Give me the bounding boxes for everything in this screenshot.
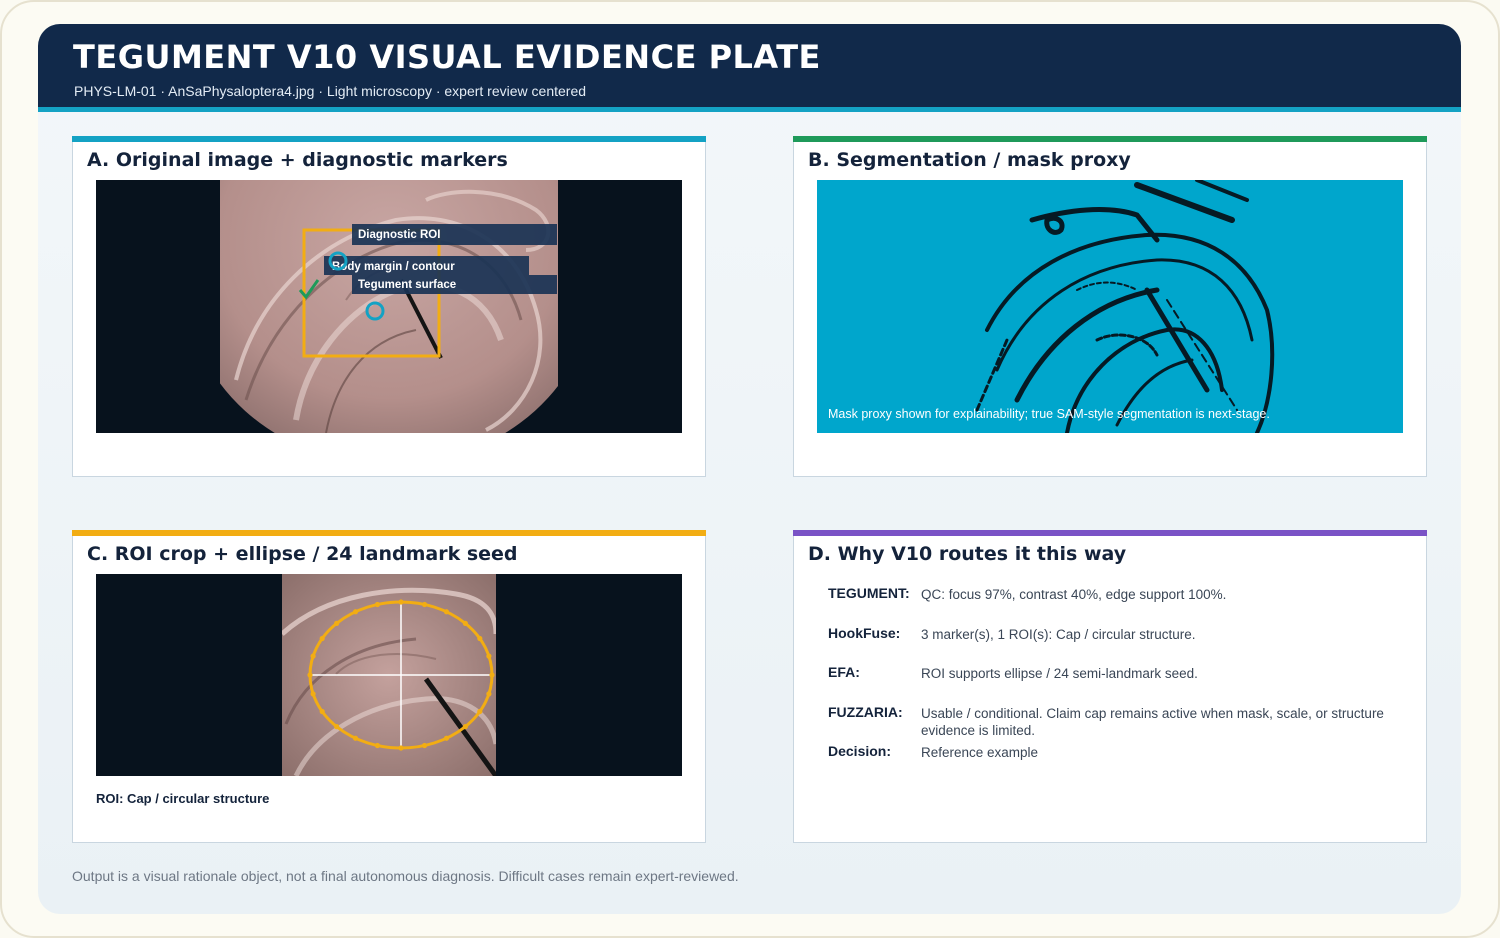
landmark-point (477, 708, 483, 715)
landmark-point (398, 745, 404, 751)
mask-figure: Mask proxy shown for explainability; tru… (817, 180, 1403, 433)
microscopy-figure: Diagnostic ROI Body margin / contour Teg… (96, 180, 682, 433)
plate-subtitle: PHYS-LM-01 · AnSaPhysaloptera4.jpg · Lig… (74, 83, 587, 99)
panel-routing-rationale: D. Why V10 routes it this way TEGUMENT: … (793, 530, 1427, 843)
landmark-point (310, 691, 316, 697)
landmark-point (334, 620, 340, 626)
landmark-point (486, 653, 492, 659)
microscopy-image[interactable]: Diagnostic ROI Body margin / contour Teg… (96, 180, 682, 433)
landmark-point (443, 609, 450, 615)
landmark-point (374, 601, 381, 608)
roi-label: ROI: Cap / circular structure (96, 791, 270, 806)
row-key: Decision: (828, 743, 892, 759)
panel-title: C. ROI crop + ellipse / 24 landmark seed (87, 543, 518, 565)
landmark-point (334, 724, 340, 730)
landmark-point (307, 672, 313, 678)
panel-segmentation: B. Segmentation / mask proxy (793, 136, 1427, 477)
roi-crop-figure (96, 574, 682, 776)
panel-accent-bar (793, 530, 1427, 536)
marker-label-contour: Body margin / contour (332, 261, 455, 273)
row-key: TEGUMENT: (828, 585, 910, 601)
panel-accent-bar (72, 136, 706, 142)
landmark-point (398, 599, 404, 605)
panel-original-image: A. Original image + diagnostic markers (72, 136, 706, 477)
plate-title: TEGUMENT V10 VISUAL EVIDENCE PLATE (73, 38, 821, 76)
row-value: Usable / conditional. Claim cap remains … (921, 706, 1384, 738)
landmark-point (352, 609, 359, 615)
row-value: QC: focus 97%, contrast 40%, edge suppor… (921, 587, 1227, 602)
panel-roi-crop: C. ROI crop + ellipse / 24 landmark seed (72, 530, 706, 843)
row-key: HookFuse: (828, 625, 901, 641)
landmark-point (421, 601, 428, 608)
row-key: FUZZARIA: (828, 704, 903, 720)
landmark-point (374, 742, 381, 749)
landmark-point (443, 735, 450, 741)
plate-header: TEGUMENT V10 VISUAL EVIDENCE PLATE PHYS-… (38, 24, 1461, 112)
landmark-point (310, 653, 316, 659)
landmark-point (462, 620, 468, 626)
evidence-plate: TEGUMENT V10 VISUAL EVIDENCE PLATE PHYS-… (38, 24, 1461, 914)
landmark-point (486, 691, 492, 697)
landmark-point (319, 635, 325, 642)
panel-accent-bar (793, 136, 1427, 142)
row-value: Reference example (921, 745, 1039, 760)
landmark-seed-points (307, 599, 495, 751)
mask-note: Mask proxy shown for explainability; tru… (828, 407, 1270, 421)
landmark-point (477, 635, 483, 642)
landmark-point (462, 724, 468, 730)
row-value: ROI supports ellipse / 24 semi-landmark … (921, 666, 1198, 681)
landmark-point (352, 735, 359, 741)
landmark-point (489, 672, 495, 678)
landmark-point (421, 742, 428, 749)
row-key: EFA: (828, 664, 860, 680)
landmark-point (319, 708, 325, 715)
mask-image[interactable]: Mask proxy shown for explainability; tru… (817, 180, 1403, 433)
panel-title: B. Segmentation / mask proxy (808, 149, 1131, 171)
marker-label-roi: Diagnostic ROI (358, 229, 440, 241)
panel-title: D. Why V10 routes it this way (808, 543, 1127, 565)
footer-disclaimer: Output is a visual rationale object, not… (72, 868, 739, 884)
row-value: 3 marker(s), 1 ROI(s): Cap / circular st… (921, 627, 1196, 642)
roi-crop-image[interactable] (96, 574, 682, 776)
panel-accent-bar (72, 530, 706, 536)
marker-label-tegument: Tegument surface (358, 279, 456, 291)
panel-title: A. Original image + diagnostic markers (87, 149, 508, 171)
